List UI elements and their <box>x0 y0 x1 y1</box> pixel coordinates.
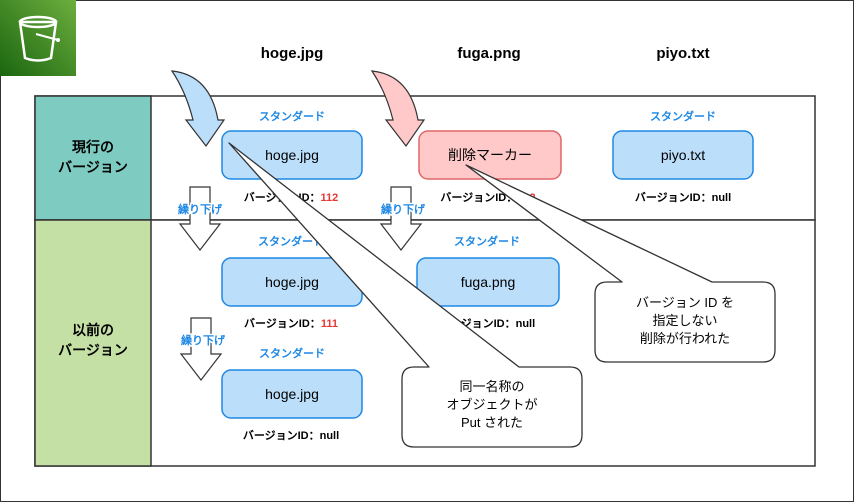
object-piyo-current-name: piyo.txt <box>661 147 705 163</box>
push-down-arrow-icon <box>179 317 223 381</box>
callout-put-line-3: Put された <box>461 415 523 430</box>
push-down-arrow-icon <box>178 186 222 251</box>
current-version-header <box>34 95 152 221</box>
callout-delete <box>465 164 776 363</box>
storage-class-piyo-current: スタンダード <box>650 109 716 123</box>
put-arrow-icon <box>170 70 226 148</box>
object-hoge-prev2 <box>221 369 363 419</box>
storage-class-hoge-prev1: スタンダード <box>258 234 324 248</box>
push-down-label-hoge-2: 繰り下げ <box>181 333 226 347</box>
storage-class-hoge-current: スタンダード <box>259 109 325 123</box>
callout-delete-line-2: 指定しない <box>652 313 717 328</box>
previous-row-label-1: 以前の <box>72 322 114 338</box>
file-header-piyo: piyo.txt <box>656 45 709 62</box>
callout-delete-line-1: バージョン ID を <box>636 295 734 310</box>
object-fuga-prev-name: fuga.png <box>461 274 516 290</box>
object-hoge-current-name: hoge.jpg <box>265 147 319 163</box>
callout-put <box>228 142 583 448</box>
s3-bucket-icon <box>0 0 76 76</box>
previous-version-header <box>34 219 152 467</box>
push-down-label-fuga: 繰り下げ <box>381 202 426 216</box>
push-down-arrow-icon <box>379 186 423 251</box>
push-down-label-hoge-1: 繰り下げ <box>178 202 223 216</box>
current-row-label-2: バージョン <box>58 159 128 175</box>
storage-class-fuga-prev: スタンダード <box>454 234 520 248</box>
delete-arrow-icon <box>370 70 426 148</box>
callout-put-line-2: オブジェクトが <box>446 397 537 412</box>
callout-delete-line-3: 削除が行われた <box>640 331 730 346</box>
version-id-hoge-prev2: バージョンID：null <box>243 429 339 442</box>
callout-put-line-1: 同一名称の <box>459 379 524 394</box>
version-id-piyo-current: バージョンID：null <box>635 191 731 204</box>
version-id-hoge-prev1: バージョンID：111 <box>244 317 338 330</box>
storage-class-hoge-prev2: スタンダード <box>259 346 325 360</box>
object-fuga-prev <box>416 257 560 307</box>
previous-row-label-2: バージョン <box>58 342 128 358</box>
delete-marker-name: 削除マーカー <box>448 147 532 163</box>
object-hoge-prev1-name: hoge.jpg <box>265 274 319 290</box>
file-header-hoge: hoge.jpg <box>261 45 324 62</box>
object-hoge-prev2-name: hoge.jpg <box>265 386 319 402</box>
object-piyo-current <box>612 130 754 180</box>
current-row-label-1: 現行の <box>72 139 114 155</box>
file-header-fuga: fuga.png <box>457 45 520 62</box>
